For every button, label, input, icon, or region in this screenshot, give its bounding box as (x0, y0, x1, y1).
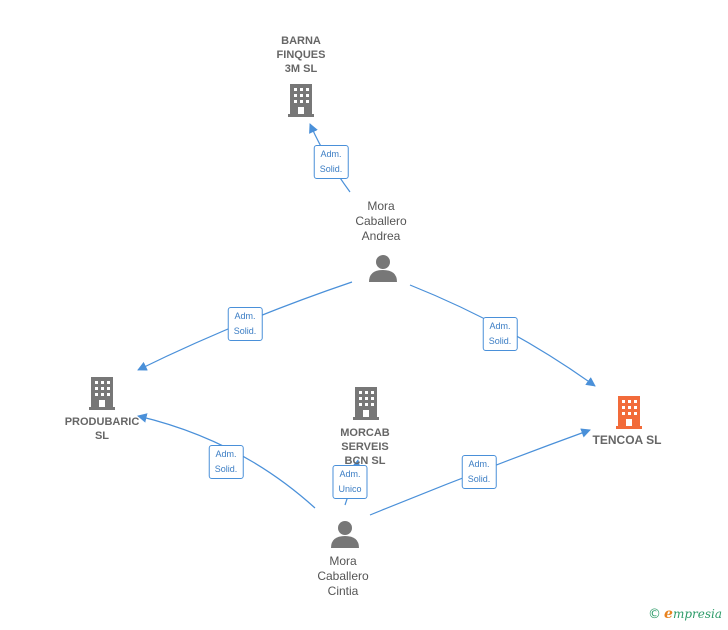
edge-label-andrea-tencoa[interactable]: Adm. Solid. (482, 317, 518, 351)
edge-label-cintia-morcab[interactable]: Adm. Unico (332, 465, 368, 499)
edge-label-cintia-produbaric[interactable]: Adm. Solid. (208, 445, 244, 479)
edge-label-cintia-tencoa[interactable]: Adm. Solid. (461, 455, 497, 489)
company-label-tencoa[interactable]: TENCOA SL (592, 433, 662, 447)
brand-initial: e (664, 606, 673, 622)
person-label-mora-cintia[interactable]: Mora Caballero Cintia (317, 554, 369, 598)
building-icon[interactable] (288, 84, 314, 117)
edge-label-andrea-produbaric[interactable]: Adm. Solid. (227, 307, 263, 341)
brand-name: mpresia (672, 607, 722, 621)
person-label-mora-andrea[interactable]: Mora Caballero Andrea (355, 199, 407, 243)
company-label-produbaric[interactable]: PRODUBARIC SL (64, 416, 140, 442)
target-building-icon[interactable] (616, 396, 642, 429)
building-icon[interactable] (89, 377, 115, 410)
building-icon[interactable] (353, 387, 379, 420)
empresia-logo[interactable]: ©empresia (648, 606, 722, 622)
edge-label-andrea-barna[interactable]: Adm. Solid. (313, 145, 349, 179)
person-icon[interactable] (369, 255, 397, 282)
company-label-barna[interactable]: BARNA FINQUES 3M SL (276, 35, 326, 75)
copyright-icon: © (648, 607, 662, 622)
company-label-morcab[interactable]: MORCAB SERVEIS BCN SL (340, 427, 390, 467)
person-icon[interactable] (331, 521, 359, 548)
